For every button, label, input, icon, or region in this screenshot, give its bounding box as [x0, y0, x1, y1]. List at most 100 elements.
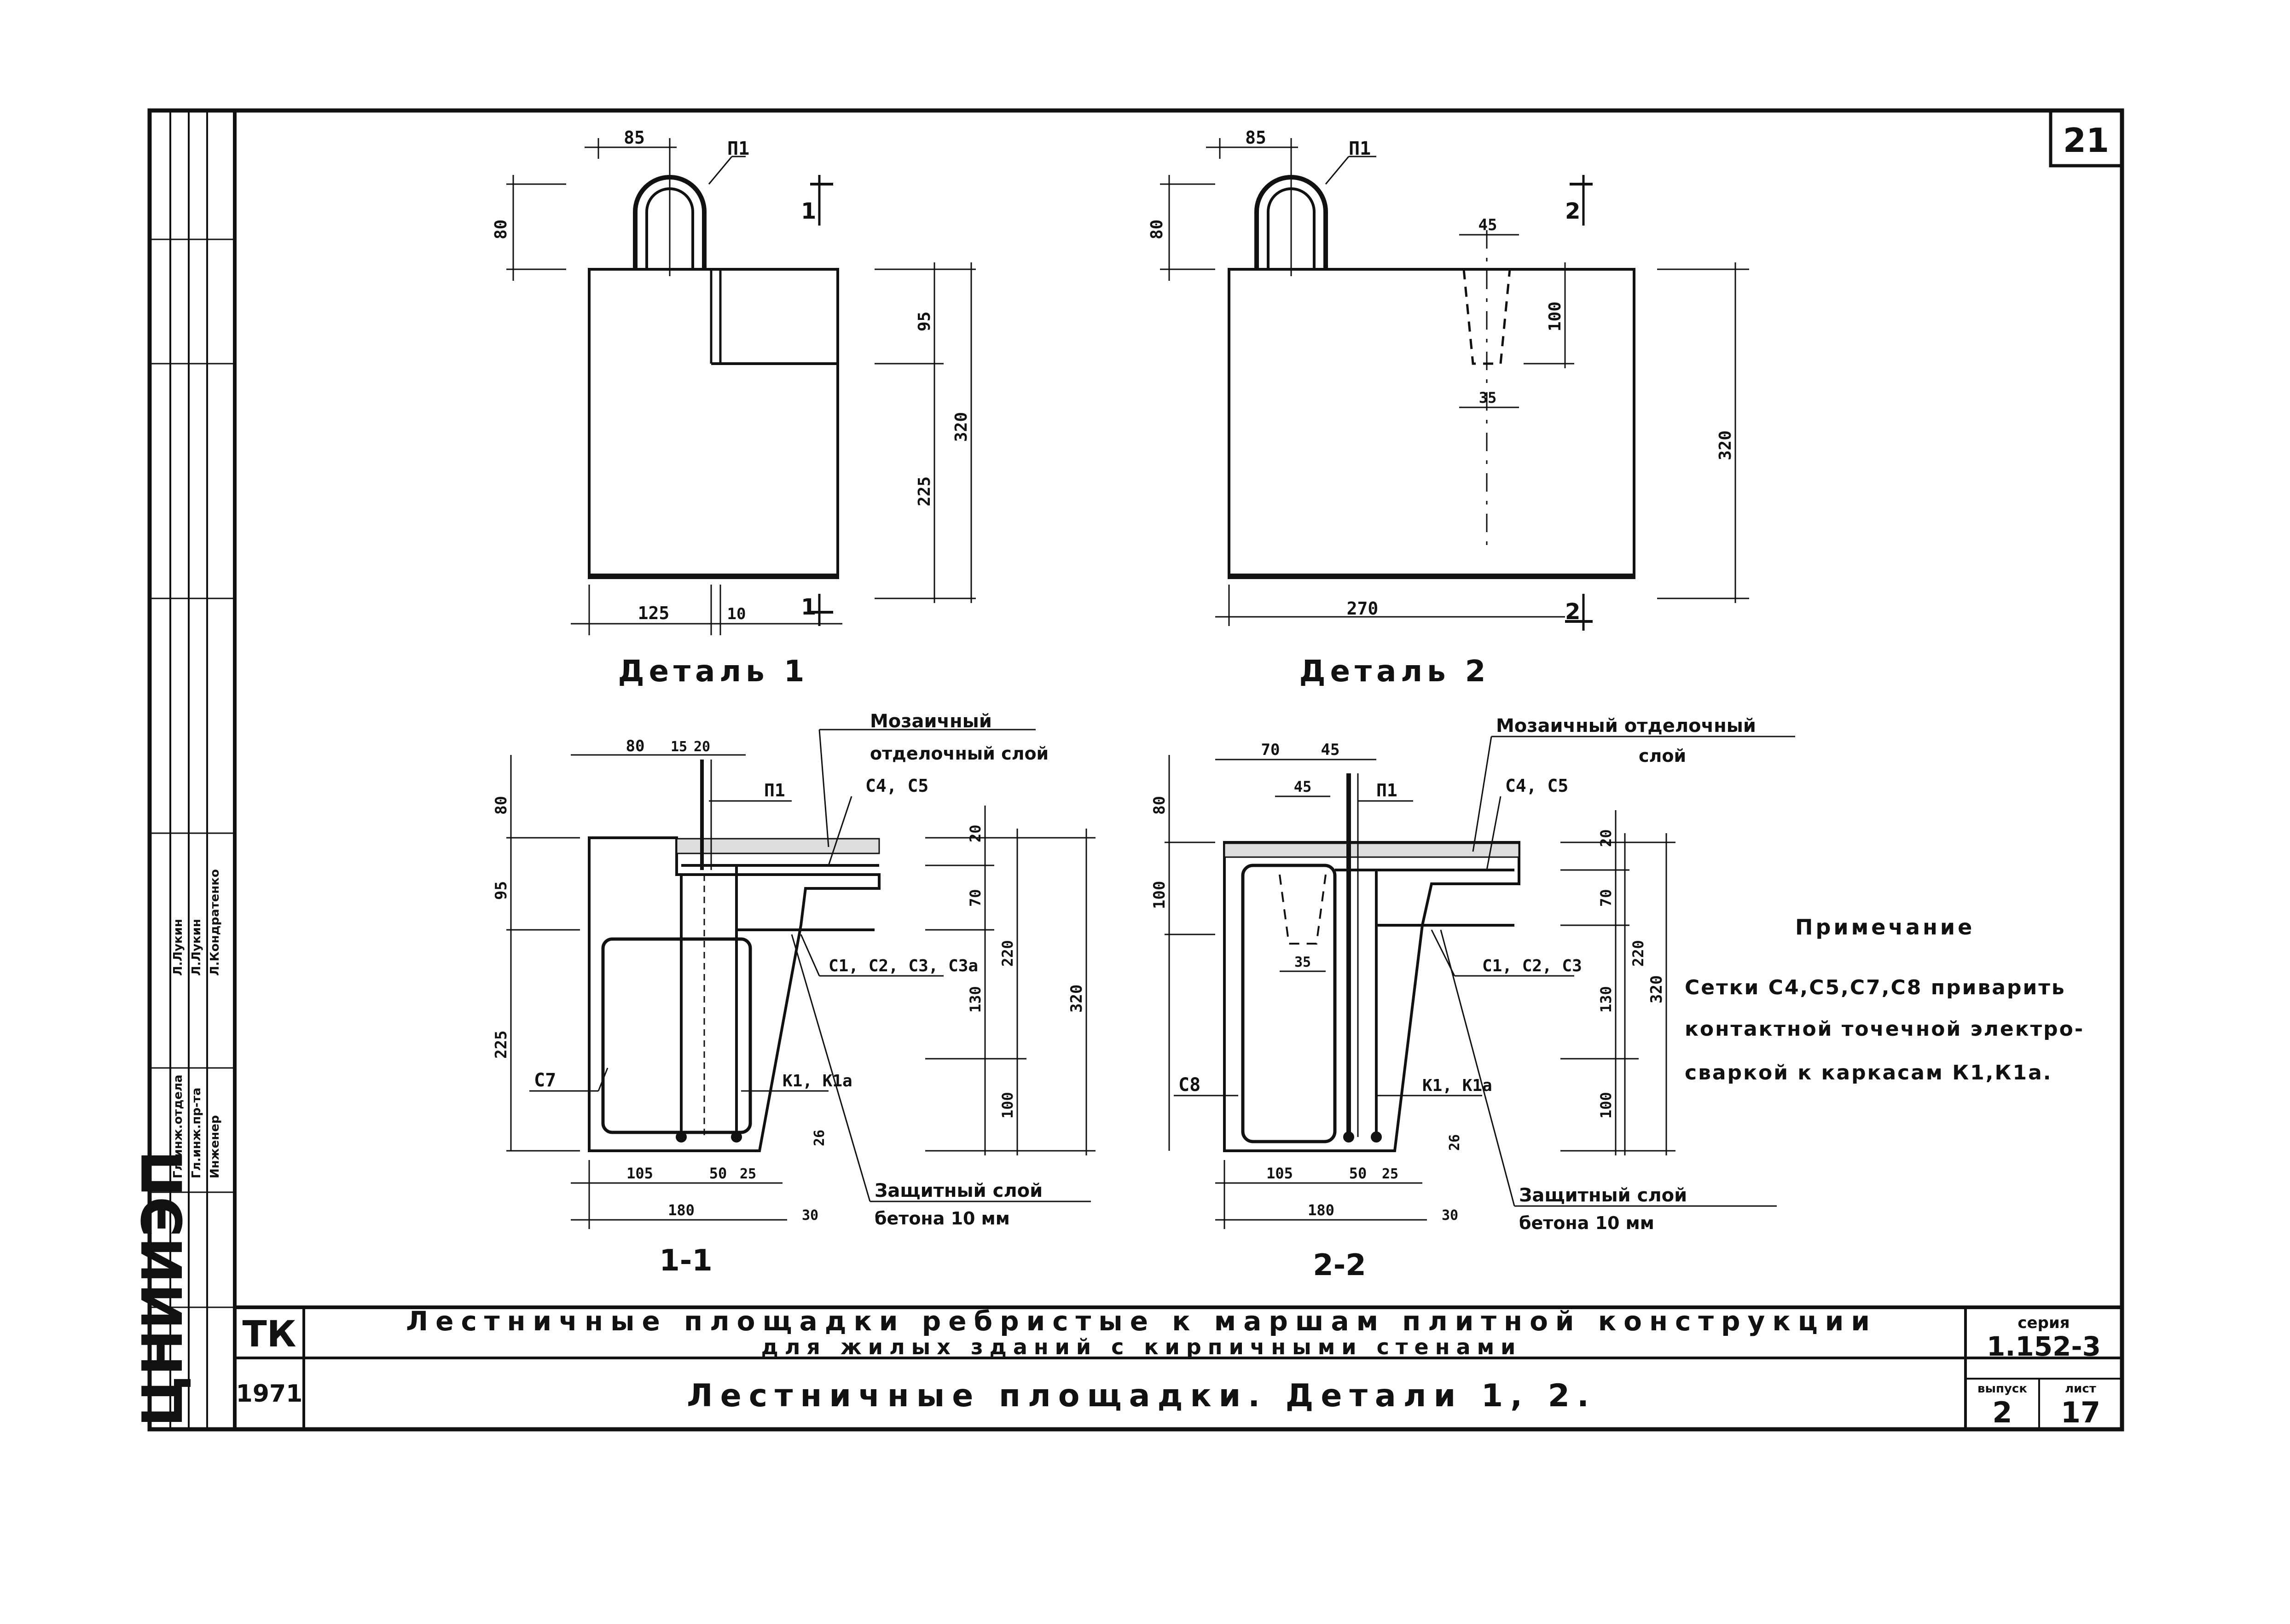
s2-dim-b1: 105 [1266, 1165, 1293, 1182]
s2-cover-label-a: Защитный слой [1519, 1185, 1687, 1206]
issue-value: 2 [1992, 1396, 2012, 1429]
s2-dim-a: 70 [1261, 741, 1280, 759]
s1-dim-r1: 20 [967, 824, 984, 842]
s1-dim-r5: 220 [999, 940, 1016, 967]
d2-dim-hook-h: 80 [1148, 220, 1166, 239]
d1-dim-top: 85 [624, 128, 645, 148]
d2-dim-bottom: 270 [1347, 598, 1379, 619]
s1-dim-r3: 130 [967, 986, 984, 1013]
s2-dim-r4: 100 [1597, 1092, 1615, 1119]
s2-mesh-mid: С1, С2, С3 [1482, 957, 1582, 975]
d1-hook-label: П1 [727, 138, 749, 159]
d2-section-mark-bottom: 2 [1565, 599, 1580, 625]
series-value: 1.152-3 [1987, 1331, 2101, 1362]
title-block: ТК 1971 Лестничные площадки ребристые к … [235, 1305, 2122, 1429]
series-label: серия [2018, 1314, 2070, 1332]
d2-dim-slot-bottom: 35 [1479, 389, 1497, 406]
d2-dim-slot-h: 100 [1546, 302, 1565, 331]
sheet-frame [147, 108, 2124, 1432]
s1-dim-r4: 100 [999, 1092, 1016, 1119]
s2-dim-b5: 30 [1442, 1207, 1458, 1224]
s1-cover-label-a: Защитный слой [875, 1180, 1043, 1201]
d1-dim-hook-h: 80 [492, 220, 510, 239]
detail-1: 85 П1 80 1 1 95 225 320 125 10 Деталь 1 [492, 128, 976, 689]
note-line-3: сваркой к каркасам К1,К1а. [1685, 1061, 2052, 1085]
s2-dim-r6: 320 [1647, 975, 1666, 1003]
s2-mesh-top: С4, С5 [1505, 776, 1568, 796]
s1-mesh-top: С4, С5 [865, 776, 928, 796]
s2-dim-b: 45 [1321, 741, 1340, 759]
s1-dim-b4: 180 [668, 1201, 695, 1219]
d1-dim-upper: 95 [915, 312, 934, 331]
title-line-1: Лестничные площадки ребристые к маршам п… [406, 1305, 1877, 1337]
s1-dim-b5: 30 [802, 1207, 818, 1224]
d1-dim-lower: 225 [915, 476, 934, 506]
s1-dim-h3: 225 [492, 1031, 510, 1059]
s2-dim-r1: 20 [1597, 829, 1615, 847]
s2-cover-label-b: бетона 10 мм [1519, 1213, 1654, 1233]
note-block: Примечание Сетки С4,С5,С7,С8 приварить к… [1685, 915, 2084, 1085]
s1-dim-h2: 95 [492, 881, 510, 900]
s1-dim-r6: 320 [1067, 985, 1086, 1013]
s2-hook-label: П1 [1376, 780, 1397, 800]
s2-dim-s2: 35 [1294, 954, 1311, 970]
page-label: лист [2065, 1382, 2096, 1396]
s1-dim-26: 26 [812, 1130, 828, 1146]
section-1-1-caption: 1-1 [659, 1244, 713, 1278]
subtitle: Лестничные площадки. Детали 1, 2. [687, 1378, 1596, 1414]
s1-dim-b1: 105 [626, 1165, 653, 1182]
stamp-org: ЦНИИЭП [131, 1150, 195, 1427]
page-value: 17 [2061, 1396, 2100, 1429]
s2-dim-s1: 45 [1294, 778, 1312, 795]
d1-section-mark-bottom: 1 [801, 594, 816, 620]
approval-name-1: Л.Лукин [171, 919, 185, 976]
s1-layer-label-b: отделочный слой [870, 743, 1049, 764]
d1-section-mark-top: 1 [801, 198, 816, 224]
d2-section-mark-top: 2 [1565, 198, 1580, 224]
s1-dim-a: 80 [626, 737, 645, 755]
s2-dim-h1: 80 [1150, 796, 1169, 815]
approval-name-3: Л.Кондратенко [208, 869, 222, 976]
s1-mosaic-layer [676, 838, 880, 854]
note-line-1: Сетки С4,С5,С7,С8 приварить [1685, 976, 2066, 999]
note-line-2: контактной точечной электро- [1685, 1017, 2084, 1041]
s2-dim-h2: 100 [1150, 881, 1169, 909]
s1-hook-label: П1 [764, 780, 785, 800]
s2-dim-r2: 70 [1597, 889, 1615, 907]
approval-role-1: Гл.инж.отдела [171, 1074, 185, 1178]
s2-dim-r3: 130 [1597, 986, 1615, 1013]
detail-2: 45 100 35 85 П1 80 2 2 320 270 Дета [1148, 128, 1749, 689]
d1-dim-total: 320 [952, 412, 971, 442]
approval-role-3: Инженер [208, 1115, 222, 1178]
s2-dim-b2: 50 [1349, 1165, 1367, 1182]
s1-mesh-mid: С1, С2, С3, С3а [829, 957, 978, 975]
note-heading: Примечание [1795, 915, 1975, 940]
approval-name-2: Л.Лукин [190, 919, 203, 976]
d2-hook-label: П1 [1349, 138, 1371, 159]
s2-dim-r5: 220 [1629, 940, 1647, 967]
d1-dim-bottom-2: 10 [727, 605, 746, 623]
d2-dim-slot-top: 45 [1478, 216, 1497, 234]
approval-role-2: Гл.инж.пр-та [190, 1088, 203, 1178]
s1-mesh-side: С7 [534, 1070, 556, 1091]
sheet-number: 21 [2063, 121, 2109, 160]
d2-dim-total: 320 [1716, 430, 1735, 460]
sheet-number-box: 21 [2049, 109, 2124, 168]
s1-frame-label: К1, К1а [783, 1072, 852, 1090]
section-2-2-caption: 2-2 [1313, 1248, 1366, 1282]
s1-cover-label-b: бетона 10 мм [875, 1208, 1010, 1229]
stamp-code: ТК [243, 1314, 296, 1355]
year: 1971 [236, 1380, 303, 1408]
s1-layer-label-a: Мозаичный [870, 711, 992, 732]
s1-dim-h1: 80 [492, 796, 510, 815]
s2-mosaic-layer [1223, 842, 1520, 858]
s2-dim-26: 26 [1447, 1134, 1463, 1151]
s2-dim-b4: 180 [1308, 1201, 1334, 1219]
issue-label: выпуск [1977, 1382, 2027, 1396]
s2-dim-b3: 25 [1382, 1166, 1398, 1182]
s1-dim-b: 15 [671, 739, 687, 755]
section-1-1: 80 15 20 П1 80 95 225 Мозаичный отделочн… [492, 711, 1096, 1278]
s1-dim-b3: 25 [740, 1166, 756, 1182]
detail-2-caption: Деталь 2 [1299, 655, 1490, 689]
